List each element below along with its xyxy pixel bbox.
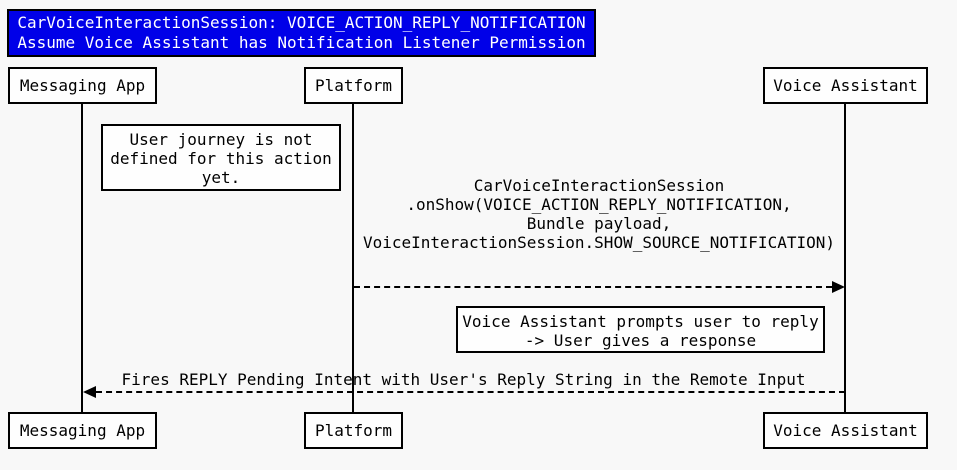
message-reply-intent-arrow-line (96, 391, 845, 393)
message-onshow-label: CarVoiceInteractionSession .onShow(VOICE… (353, 176, 845, 252)
lifeline-platform (352, 104, 354, 412)
actor-label: Voice Assistant (773, 421, 918, 440)
message-line: Fires REPLY Pending Intent with User's R… (121, 370, 806, 389)
message-reply-intent-label: Fires REPLY Pending Intent with User's R… (82, 370, 845, 389)
actor-top-platform: Platform (304, 67, 403, 104)
note-user-journey: User journey is not defined for this act… (101, 124, 341, 191)
actor-label: Messaging App (19, 76, 146, 95)
note-line: yet. (201, 168, 241, 187)
arrowhead-right-icon (832, 281, 845, 293)
lifeline-messaging-app (81, 104, 83, 412)
message-onshow-arrow-line (354, 286, 832, 288)
note-line: -> User gives a response (524, 331, 757, 350)
note-line: defined for this action (110, 149, 332, 168)
actor-label: Messaging App (19, 421, 146, 440)
actor-bottom-messaging-app: Messaging App (8, 412, 157, 449)
message-line: .onShow(VOICE_ACTION_REPLY_NOTIFICATION, (406, 195, 792, 214)
diagram-title-line-1: CarVoiceInteractionSession: VOICE_ACTION… (17, 13, 586, 32)
message-line: VoiceInteractionSession.SHOW_SOURCE_NOTI… (362, 233, 835, 252)
actor-top-messaging-app: Messaging App (8, 67, 157, 104)
lifeline-voice-assistant (844, 104, 846, 412)
diagram-title-line-2: Assume Voice Assistant has Notification … (17, 33, 586, 52)
diagram-title: CarVoiceInteractionSession: VOICE_ACTION… (7, 9, 596, 57)
note-voice-assistant-prompts: Voice Assistant prompts user to reply ->… (456, 306, 825, 353)
actor-top-voice-assistant: Voice Assistant (763, 67, 928, 104)
actor-label: Platform (314, 76, 393, 95)
note-line: User journey is not (129, 130, 313, 149)
actor-bottom-voice-assistant: Voice Assistant (763, 412, 928, 449)
message-line: Bundle payload, (526, 214, 672, 233)
arrowhead-left-icon (83, 386, 96, 398)
actor-bottom-platform: Platform (304, 412, 403, 449)
message-line: CarVoiceInteractionSession (473, 176, 725, 195)
actor-label: Voice Assistant (773, 76, 918, 95)
note-line: Voice Assistant prompts user to reply (462, 312, 819, 331)
actor-label: Platform (314, 421, 393, 440)
